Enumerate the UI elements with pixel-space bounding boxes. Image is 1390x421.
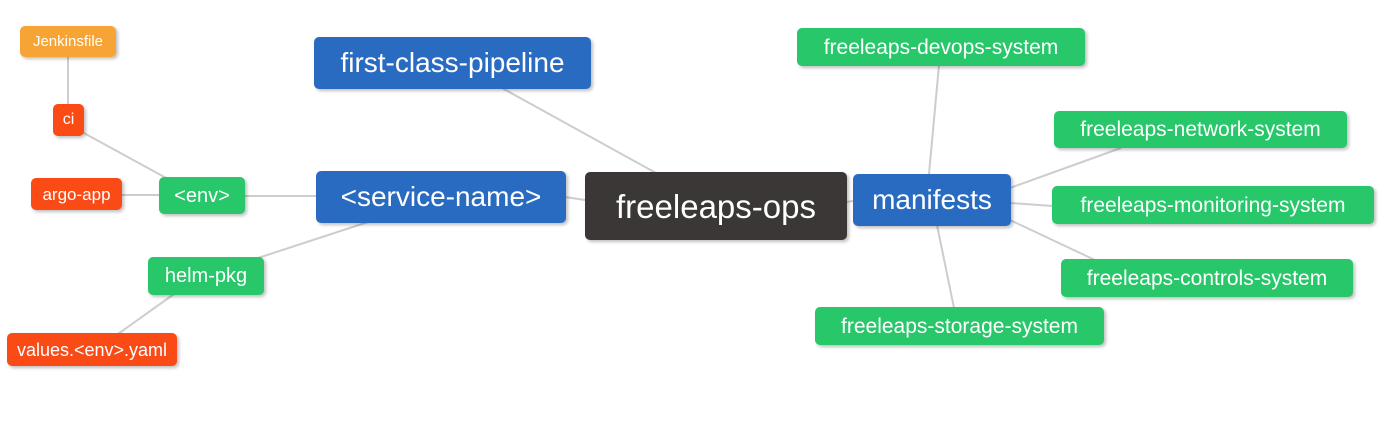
edge-ci-env (81, 131, 169, 180)
node-first-class-pipeline[interactable]: first-class-pipeline (314, 37, 591, 89)
edge-manifests-monitoring (1009, 202, 1054, 207)
node-jenkinsfile[interactable]: Jenkinsfile (20, 26, 116, 57)
node-freeleaps-ops[interactable]: freeleaps-ops (585, 172, 847, 240)
node-freeleaps-monitoring-system[interactable]: freeleaps-monitoring-system (1052, 186, 1374, 224)
edge-helm-pkg-service-name (257, 221, 369, 259)
edge-manifests-network (1009, 147, 1122, 189)
edge-values-helm-pkg (117, 293, 175, 335)
edge-ops-manifests (845, 200, 854, 203)
node-freeleaps-storage-system[interactable]: freeleaps-storage-system (815, 307, 1104, 345)
edge-manifests-devops (928, 64, 940, 175)
node-argo-app[interactable]: argo-app (31, 178, 122, 210)
node-freeleaps-network-system[interactable]: freeleaps-network-system (1054, 111, 1347, 148)
node-manifests[interactable]: manifests (853, 174, 1011, 226)
edge-fcp-freeleaps-ops (501, 87, 657, 174)
node-helm-pkg[interactable]: helm-pkg (148, 257, 264, 295)
node-values-env-yaml[interactable]: values.<env>.yaml (7, 333, 177, 366)
node-freeleaps-controls-system[interactable]: freeleaps-controls-system (1061, 259, 1353, 297)
edge-manifests-storage (936, 224, 955, 309)
node-env[interactable]: <env> (159, 177, 245, 214)
node-freeleaps-devops-system[interactable]: freeleaps-devops-system (797, 28, 1085, 66)
edge-manifests-controls (1009, 219, 1098, 262)
node-ci[interactable]: ci (53, 104, 84, 136)
node-service-name[interactable]: <service-name> (316, 171, 566, 223)
edge-service-freeleaps-ops (564, 196, 586, 201)
